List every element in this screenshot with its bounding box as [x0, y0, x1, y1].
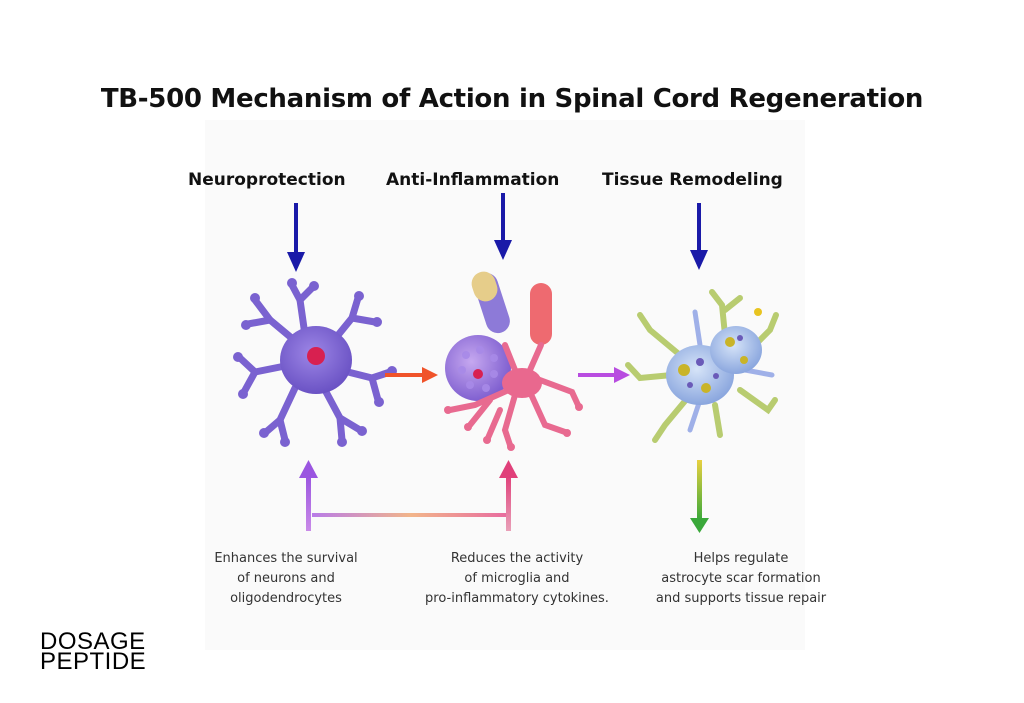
arrow-neuro-to-inflammation	[385, 367, 438, 383]
down-arrow-3	[690, 203, 708, 270]
logo-line-1: DOSAGE	[40, 628, 146, 655]
caption-line: astrocyte scar formation	[661, 571, 821, 586]
arrow-inflammation-to-remodeling	[578, 367, 630, 383]
astrocyte-cell-icon	[625, 289, 779, 443]
caption-line: and supports tissue repair	[655, 591, 827, 606]
caption-line: of microglia and	[464, 571, 570, 586]
caption-line: Helps regulate	[693, 551, 789, 566]
logo-line-2: PEPTIDE	[40, 648, 147, 675]
heading-anti-inflammation: Anti-Inflammation	[386, 170, 560, 190]
caption-line: pro-inflammatory cytokines.	[425, 591, 609, 606]
neuron-cell-icon	[233, 278, 397, 447]
down-arrow-gradient	[690, 460, 709, 533]
caption-anti-inflammation: Reduces the activity of microglia and pr…	[412, 549, 622, 609]
caption-line: Reduces the activity	[450, 551, 584, 566]
dosage-peptide-logo: DOSAGE PEPTIDE	[40, 628, 147, 675]
caption-neuroprotection: Enhances the survival of neurons and oli…	[196, 549, 376, 609]
heading-tissue-remodeling: Tissue Remodeling	[602, 170, 783, 190]
down-arrow-1	[287, 203, 305, 272]
microglia-cell-icon	[444, 271, 583, 451]
caption-line: of neurons and	[237, 571, 335, 586]
page-title: TB-500 Mechanism of Action in Spinal Cor…	[100, 84, 924, 114]
feedback-connector	[299, 460, 518, 531]
down-arrow-2	[494, 193, 512, 260]
caption-line: Enhances the survival	[214, 551, 358, 566]
caption-line: oligodendrocytes	[230, 591, 342, 606]
caption-tissue-remodeling: Helps regulate astrocyte scar formation …	[626, 549, 856, 609]
heading-neuroprotection: Neuroprotection	[188, 170, 346, 190]
